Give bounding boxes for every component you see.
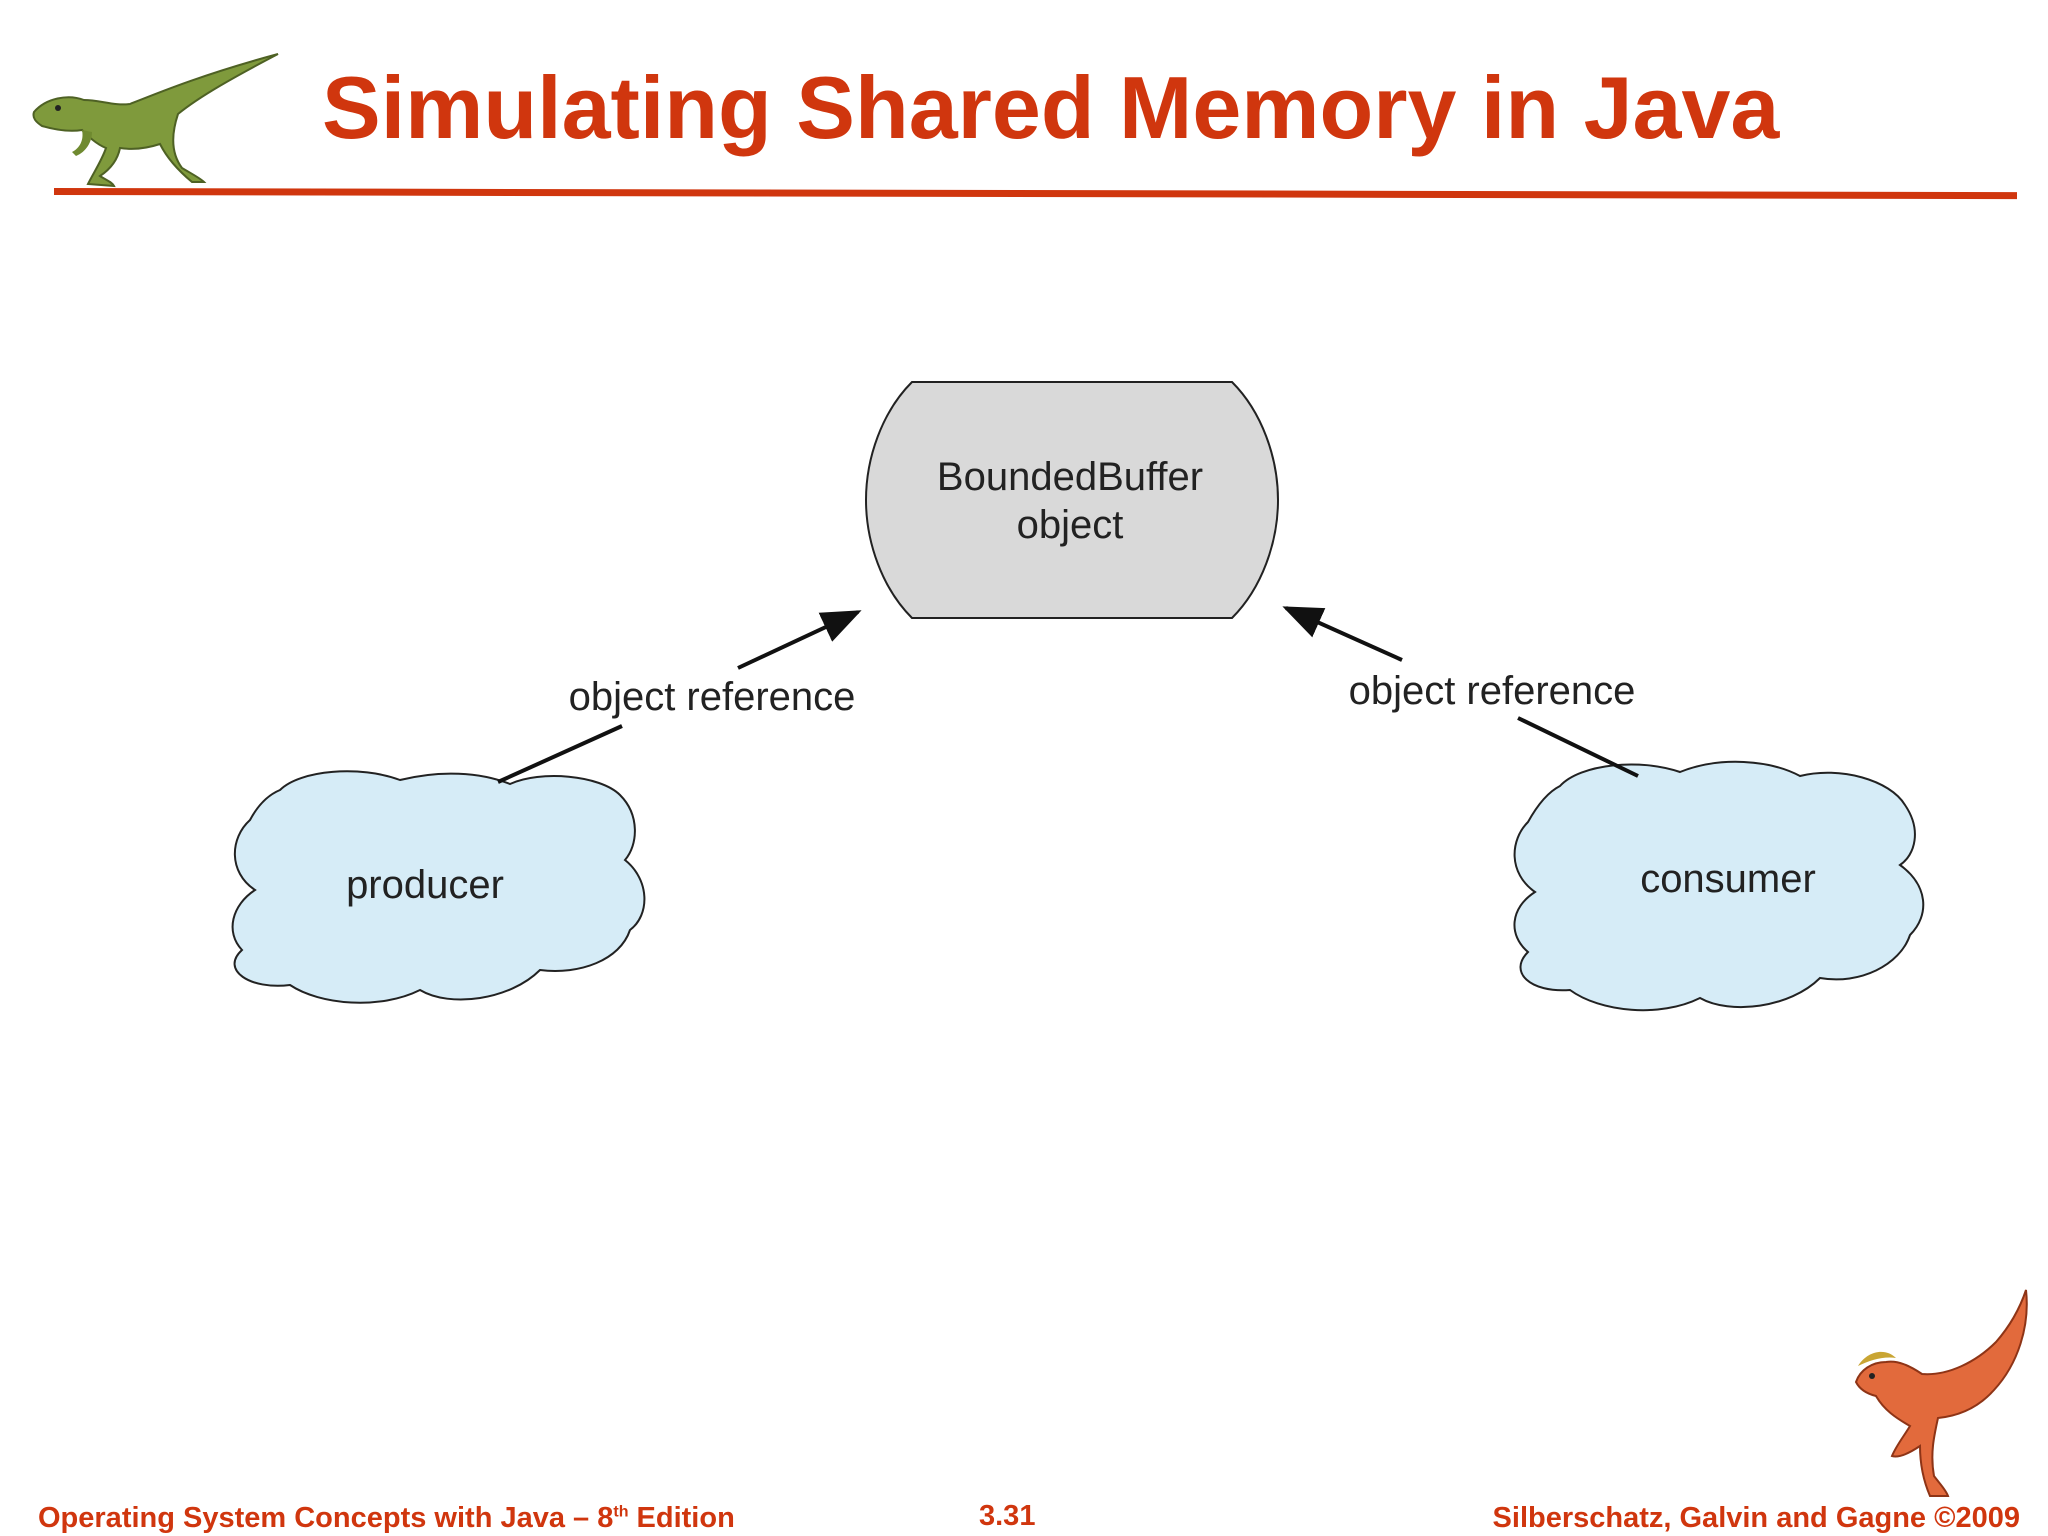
consumer-label: consumer [1640,857,1816,901]
consumer-cloud: consumer [1513,760,1925,1012]
producer-label: producer [346,863,504,907]
producer-reference-arrow [737,610,862,670]
producer-reference-label: object reference [569,675,856,719]
red-dinosaur-icon [1854,1289,2028,1497]
footer-book-title-text: Operating System Concepts with Java – 8 [38,1502,614,1534]
footer-edition-word: Edition [628,1502,735,1534]
footer-book-title: Operating System Concepts with Java – 8t… [38,1502,735,1535]
producer-cloud: producer [231,770,646,1004]
page-number: 3.31 [979,1500,1036,1532]
footer-edition-superscript: th [613,1503,629,1521]
green-dinosaur-icon [32,53,279,188]
consumer-reference-label: object reference [1349,669,1636,713]
footer-authors: Silberschatz, Galvin and Gagne ©2009 [1492,1502,2020,1534]
bounded-buffer-object: BoundedBuffer object [864,381,1280,619]
page-title: Simulating Shared Memory in Java [322,58,1780,157]
producer-reference-arrow-tail [497,724,623,784]
consumer-reference-arrow-tail [1517,716,1639,778]
buffer-label-line2: object [1017,503,1124,547]
consumer-reference-arrow [1282,606,1403,662]
buffer-label-line1: BoundedBuffer [937,455,1203,499]
